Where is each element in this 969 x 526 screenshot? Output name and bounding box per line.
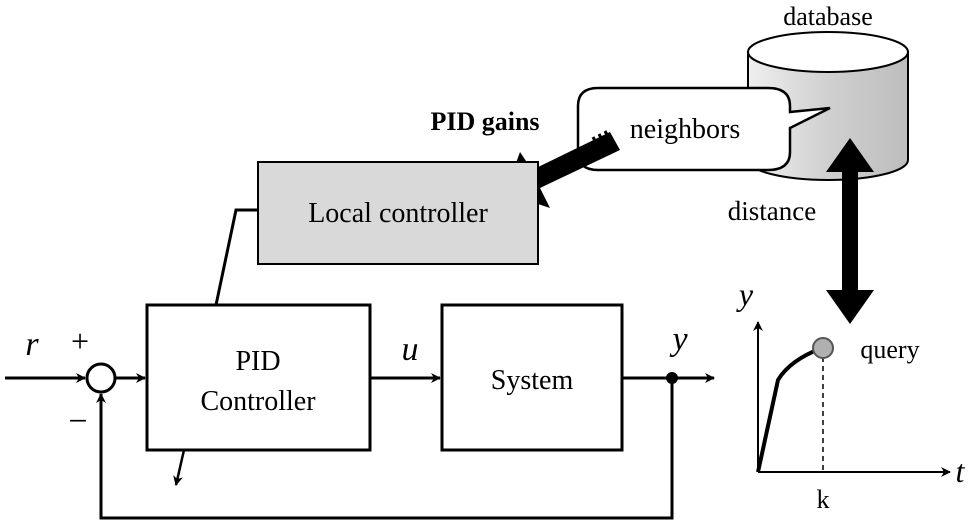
plot-k-label: k — [817, 485, 830, 514]
neighbors-bubble — [576, 86, 831, 172]
local-to-pid-link — [214, 208, 258, 306]
pid-controller-box — [145, 303, 372, 452]
pid-gains-label: PID gains — [430, 107, 539, 136]
system-label: System — [491, 365, 574, 396]
plot-response-curve — [756, 346, 823, 473]
u-label: u — [402, 331, 419, 368]
distance-label: distance — [728, 196, 816, 226]
database-label: database — [783, 2, 873, 31]
r-label: r — [25, 326, 39, 363]
feedback-line — [96, 378, 674, 520]
local-controller-box — [257, 161, 539, 265]
neighbors-label: neighbors — [630, 114, 740, 145]
system-box — [440, 303, 624, 452]
pid-tuning-arrow — [173, 449, 186, 486]
plot-t-axis-label: t — [956, 453, 966, 489]
minus-sign: − — [68, 403, 87, 440]
local-controller-label: Local controller — [308, 198, 488, 229]
pid-controller-label-line1: PID — [235, 346, 280, 377]
query-label: query — [860, 335, 919, 364]
plot-y-axis-label: y — [736, 276, 754, 312]
distance-double-arrow — [826, 138, 874, 324]
plus-sign: + — [71, 323, 89, 359]
pid-controller-label-line2: Controller — [200, 386, 316, 417]
query-point — [812, 337, 834, 359]
y-output-label: y — [669, 321, 688, 358]
query-plot — [753, 321, 951, 477]
summing-junction — [85, 362, 117, 394]
